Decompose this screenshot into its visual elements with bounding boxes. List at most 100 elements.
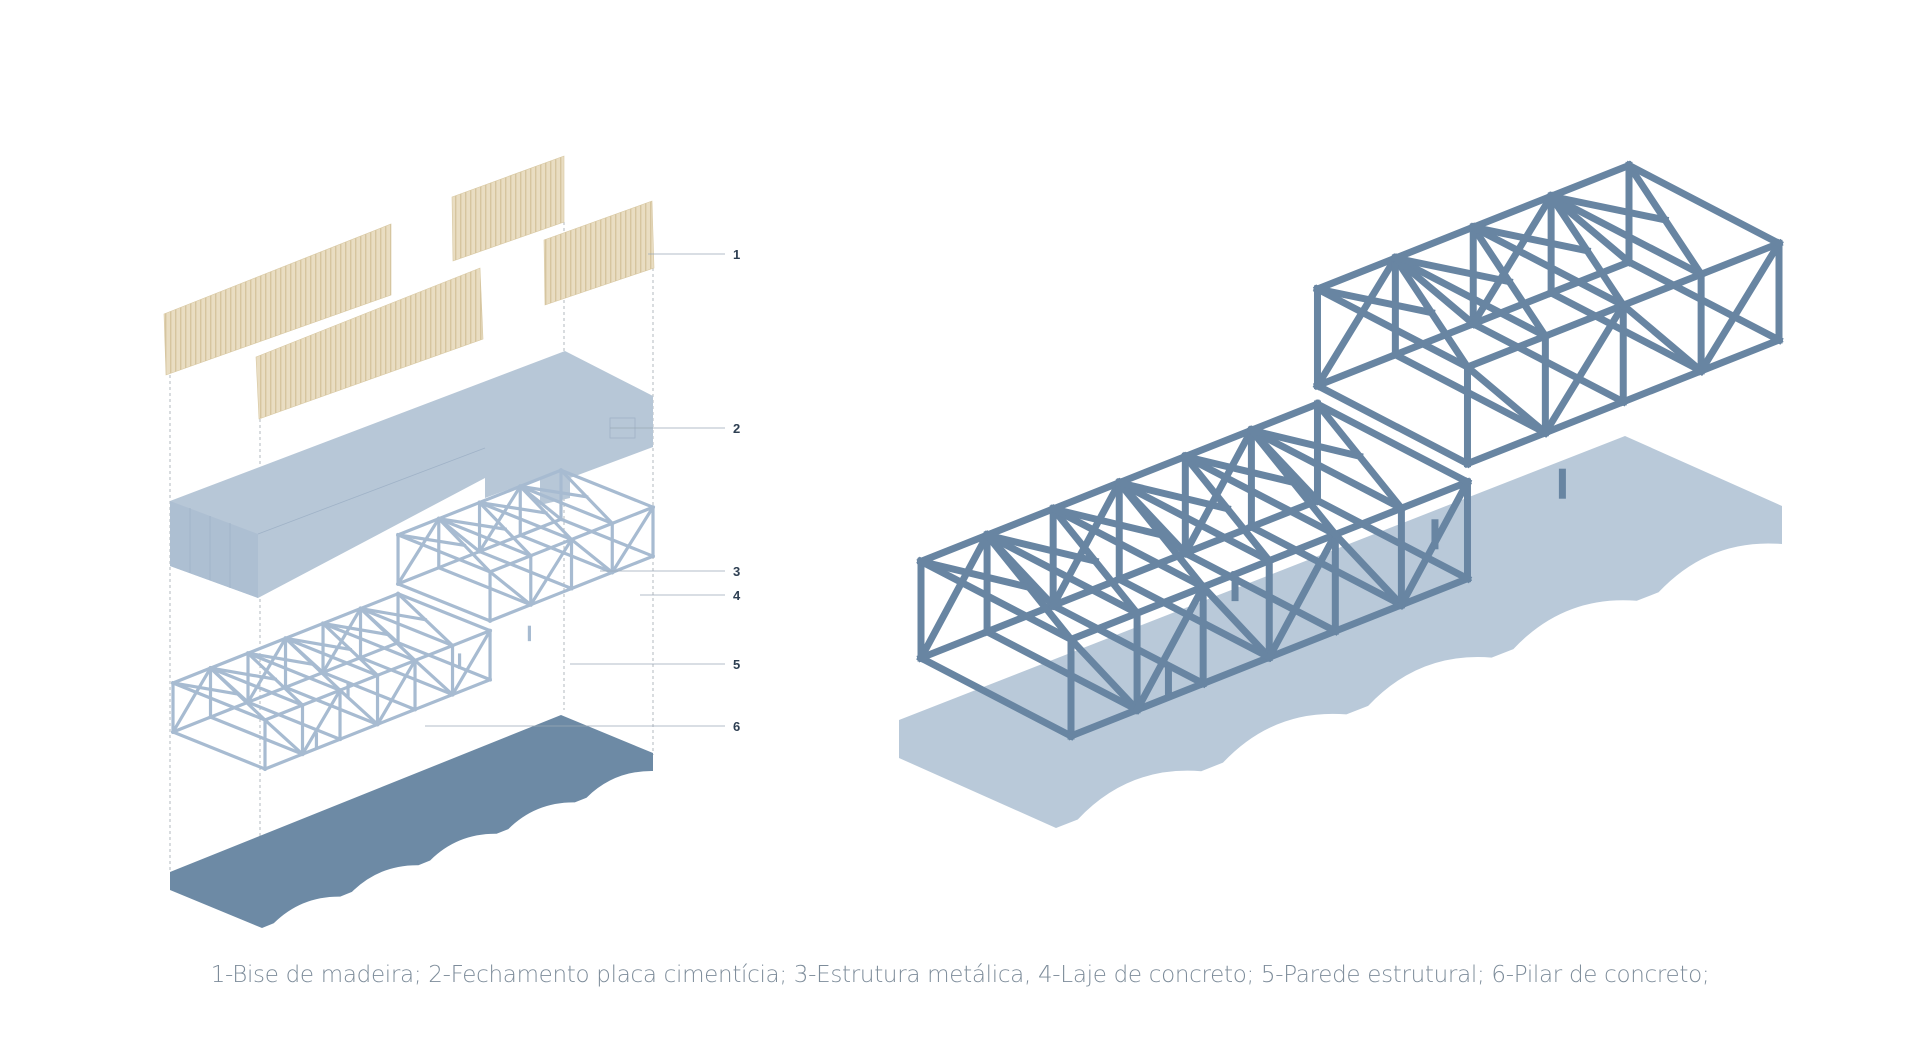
truss-member — [396, 533, 467, 548]
truss-member — [1618, 300, 1707, 376]
truss-member — [518, 533, 615, 575]
truss-member — [1618, 366, 1706, 407]
truss-member — [1390, 319, 1478, 360]
truss-member — [300, 688, 343, 757]
truss-member — [321, 621, 390, 637]
truss-member — [358, 606, 401, 645]
truss-member — [320, 670, 418, 712]
truss-member — [1114, 574, 1274, 663]
truss-member — [171, 681, 240, 696]
label-3: 3 — [733, 564, 740, 579]
truss-member — [320, 655, 363, 675]
truss-member — [246, 651, 315, 667]
truss-member — [375, 658, 418, 678]
cladding-volume — [170, 351, 653, 598]
truss-member — [982, 530, 1142, 618]
truss-member — [1546, 288, 1706, 376]
truss-member — [610, 504, 656, 575]
wood-panel-c — [451, 155, 565, 262]
truss-member — [1048, 477, 1124, 611]
truss-member — [300, 737, 343, 757]
truss-member — [1468, 319, 1628, 407]
truss-member — [1181, 452, 1298, 487]
truss-member — [1132, 679, 1208, 715]
truss-member — [283, 636, 326, 675]
truss-member — [1462, 331, 1550, 372]
truss-member — [208, 715, 305, 757]
truss-member — [436, 549, 482, 570]
truss-member — [916, 653, 1076, 741]
truss-member — [1264, 626, 1340, 662]
truss-member — [1048, 574, 1124, 611]
truss-member — [1396, 574, 1473, 610]
callouts — [425, 253, 725, 727]
truss-member — [518, 517, 564, 538]
truss-member — [916, 627, 992, 663]
truss-member — [1312, 253, 1400, 294]
truss-member — [1546, 257, 1634, 298]
truss-member — [1247, 426, 1364, 461]
truss-member — [610, 505, 656, 526]
truss-member — [487, 602, 533, 623]
truss-member — [358, 655, 455, 697]
truss-member — [1330, 600, 1406, 636]
truss-member — [1246, 425, 1323, 506]
truss-member — [1312, 380, 1473, 469]
truss-member — [982, 627, 1142, 715]
truss-member — [170, 665, 213, 735]
truss-member — [1462, 428, 1550, 469]
truss-member — [558, 517, 656, 559]
truss-member — [1469, 223, 1592, 255]
truss-member — [1540, 300, 1628, 341]
truss-member — [1066, 705, 1142, 741]
wood-screen-panels — [163, 155, 655, 420]
truss-member — [358, 606, 455, 648]
truss-member — [518, 468, 564, 489]
truss-member — [1624, 257, 1784, 345]
truss-member — [1313, 284, 1436, 317]
truss-member — [528, 537, 574, 607]
truss-member — [569, 537, 615, 575]
legend-caption: 1-Bise de madeira; 2-Fechamento placa ci… — [210, 962, 1710, 988]
truss-member — [916, 557, 1034, 592]
truss-member — [1180, 425, 1256, 462]
truss-member — [477, 500, 574, 542]
truss-member — [477, 500, 548, 515]
wood-panel-b — [255, 267, 484, 420]
truss-member — [395, 532, 493, 574]
truss-member — [916, 530, 992, 566]
truss-member — [262, 703, 305, 723]
truss-member — [1114, 478, 1274, 566]
truss-member — [245, 685, 288, 705]
wood-panel-d — [543, 200, 655, 306]
truss-member — [558, 468, 656, 510]
truss-member — [170, 729, 268, 772]
truss-member — [1330, 529, 1407, 610]
truss-member — [518, 484, 615, 526]
truss-member — [245, 700, 343, 742]
truss-member — [1198, 581, 1275, 663]
truss-member — [1312, 253, 1401, 391]
truss-member — [916, 556, 1076, 645]
truss-member — [1618, 269, 1706, 310]
truss-member — [283, 685, 380, 727]
truss-member — [283, 670, 326, 690]
truss-member — [1540, 397, 1628, 438]
truss-member — [1048, 504, 1208, 592]
truss-member — [1312, 399, 1473, 487]
truss-member — [1468, 288, 1556, 329]
truss-member — [320, 606, 363, 675]
truss-member — [337, 673, 380, 693]
truss-member — [1132, 582, 1208, 715]
truss-member — [412, 643, 455, 663]
truss-member — [1312, 495, 1473, 584]
truss-member — [375, 707, 418, 727]
truss-member — [477, 549, 574, 591]
truss-member — [450, 628, 493, 648]
truss-member — [1330, 503, 1406, 540]
truss-member — [358, 591, 401, 611]
label-6: 6 — [733, 719, 740, 734]
truss-member — [1114, 477, 1191, 559]
truss-member — [320, 606, 363, 626]
